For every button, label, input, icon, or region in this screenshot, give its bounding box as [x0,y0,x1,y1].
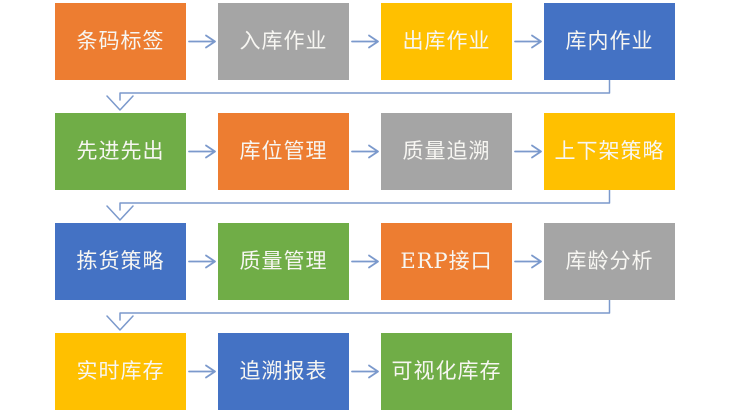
flow-step: 先进先出 [55,113,186,190]
flow-step-label: 先进先出 [76,139,165,163]
flow-step-label: 出库作业 [402,29,491,53]
right-arrow-icon [351,34,379,49]
flow-step-label: 实时库存 [76,359,165,383]
flow-step: 追溯报表 [218,333,349,410]
flow-step-label: 质量追溯 [402,139,491,163]
flow-step: ERP接口 [381,223,512,300]
row-wrap-connector [106,79,611,111]
flow-step: 条码标签 [55,3,186,80]
flow-step: 实时库存 [55,333,186,410]
row-wrap-connector [106,189,611,221]
right-arrow-icon [514,144,542,159]
flow-step: 可视化库存 [381,333,512,410]
flow-step-label: 拣货策略 [76,249,165,273]
flow-step: 库位管理 [218,113,349,190]
row-wrap-connector [106,299,611,331]
right-arrow-icon [351,364,379,379]
flow-step-label: 可视化库存 [391,359,502,383]
flow-step: 上下架策略 [544,113,675,190]
right-arrow-icon [514,34,542,49]
flow-step-label: 条码标签 [76,29,165,53]
flow-step: 质量追溯 [381,113,512,190]
flow-step-label: ERP接口 [400,249,493,273]
flow-step-label: 上下架策略 [554,139,665,163]
flow-step: 质量管理 [218,223,349,300]
right-arrow-icon [514,254,542,269]
right-arrow-icon [188,144,216,159]
flow-step-label: 入库作业 [239,29,328,53]
flow-step: 拣货策略 [55,223,186,300]
flow-step-label: 库内作业 [565,29,654,53]
flow-step: 库内作业 [544,3,675,80]
flow-step-label: 库龄分析 [565,249,654,273]
flow-step: 出库作业 [381,3,512,80]
flow-step: 入库作业 [218,3,349,80]
flow-step-label: 追溯报表 [239,359,328,383]
right-arrow-icon [188,34,216,49]
flow-step-label: 库位管理 [239,139,328,163]
flow-step: 库龄分析 [544,223,675,300]
right-arrow-icon [188,364,216,379]
right-arrow-icon [351,144,379,159]
right-arrow-icon [351,254,379,269]
flow-step-label: 质量管理 [239,249,328,273]
right-arrow-icon [188,254,216,269]
